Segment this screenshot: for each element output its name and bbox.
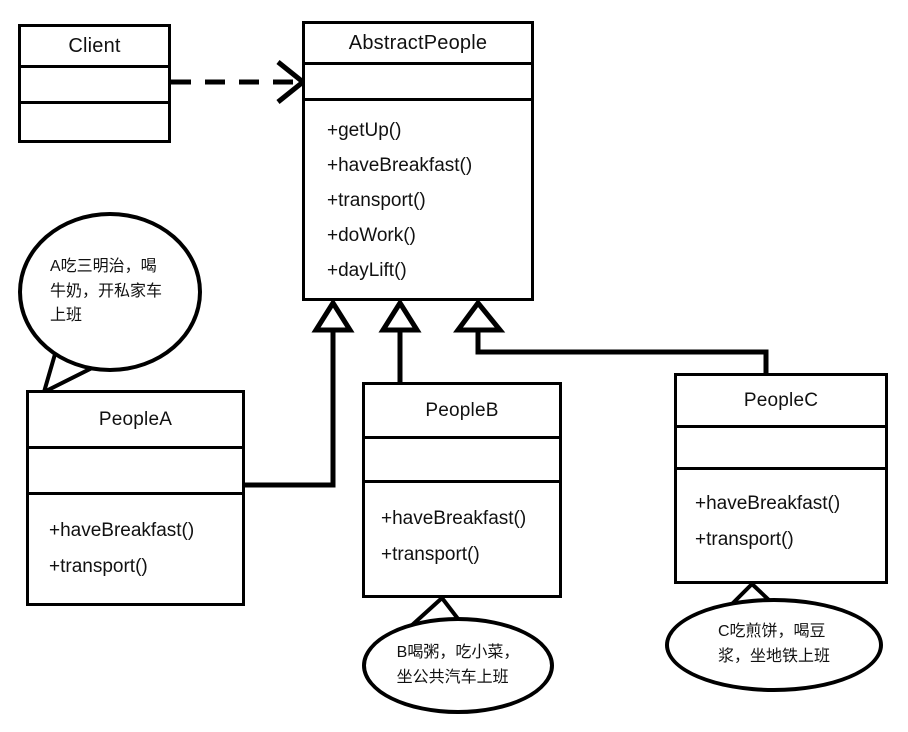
class-operations-peoplea: +haveBreakfast() +transport() [29, 495, 242, 603]
class-box-abstractpeople[interactable]: AbstractPeople +getUp() +haveBreakfast()… [302, 21, 534, 301]
operation-item: +haveBreakfast() [327, 155, 473, 176]
operation-item: +haveBreakfast() [695, 493, 841, 514]
class-operations-client [21, 104, 168, 140]
class-box-peoplec[interactable]: PeopleC +haveBreakfast() +transport() [674, 373, 888, 584]
note-text-peoplec: C吃煎饼，喝豆 浆，坐地铁上班 [718, 620, 830, 670]
generalization-peopleb [378, 298, 422, 382]
class-operations-abstractpeople: +getUp() +haveBreakfast() +transport() +… [305, 101, 531, 298]
class-operations-peoplec: +haveBreakfast() +transport() [677, 470, 885, 581]
class-name-client: Client [21, 27, 168, 68]
note-bubble-peoplea: A吃三明治，喝 牛奶，开私家车 上班 [18, 212, 202, 372]
note-line: 浆，坐地铁上班 [717, 648, 830, 665]
class-box-peoplea[interactable]: PeopleA +haveBreakfast() +transport() [26, 390, 245, 606]
class-box-client[interactable]: Client [18, 24, 171, 143]
operation-item: +transport() [327, 190, 426, 211]
class-name-peoplea: PeopleA [29, 393, 242, 449]
operation-item: +haveBreakfast() [49, 520, 195, 541]
operation-item: +doWork() [327, 225, 416, 246]
operation-item: +transport() [695, 529, 794, 550]
operation-item: +haveBreakfast() [381, 508, 527, 529]
note-bubble-peoplec: C吃煎饼，喝豆 浆，坐地铁上班 [665, 598, 883, 692]
class-box-peopleb[interactable]: PeopleB +haveBreakfast() +transport() [362, 382, 562, 598]
class-attributes-peopleb [365, 439, 559, 483]
class-attributes-peoplea [29, 449, 242, 495]
operation-item: +transport() [49, 556, 148, 577]
class-attributes-peoplec [677, 428, 885, 470]
class-name-peopleb: PeopleB [365, 385, 559, 439]
generalization-peoplec [453, 298, 769, 373]
operation-item: +transport() [381, 544, 480, 565]
generalization-peoplea [245, 298, 355, 488]
class-operations-peopleb: +haveBreakfast() +transport() [365, 483, 559, 595]
note-line: B喝粥，吃小菜， [396, 643, 520, 661]
note-line: A吃三明治，喝 [50, 257, 157, 275]
class-attributes-client [21, 68, 168, 104]
note-text-peoplea: A吃三明治，喝 牛奶，开私家车 上班 [40, 255, 162, 329]
operation-item: +dayLift() [327, 260, 407, 281]
class-attributes-abstractpeople [305, 65, 531, 101]
note-line: C吃煎饼，喝豆 [717, 623, 826, 641]
note-text-peopleb: B喝粥，吃小菜， 坐公共汽车上班 [397, 641, 520, 691]
class-name-abstractpeople: AbstractPeople [305, 24, 531, 65]
note-line: 上班 [50, 307, 83, 325]
operation-item: +getUp() [327, 120, 402, 141]
note-line: 牛奶，开私家车 [50, 282, 163, 300]
note-bubble-peopleb: B喝粥，吃小菜， 坐公共汽车上班 [362, 617, 554, 714]
class-name-peoplec: PeopleC [677, 376, 885, 428]
note-line: 坐公共汽车上班 [396, 668, 509, 686]
dependency-client-to-abstractpeople [171, 60, 308, 104]
